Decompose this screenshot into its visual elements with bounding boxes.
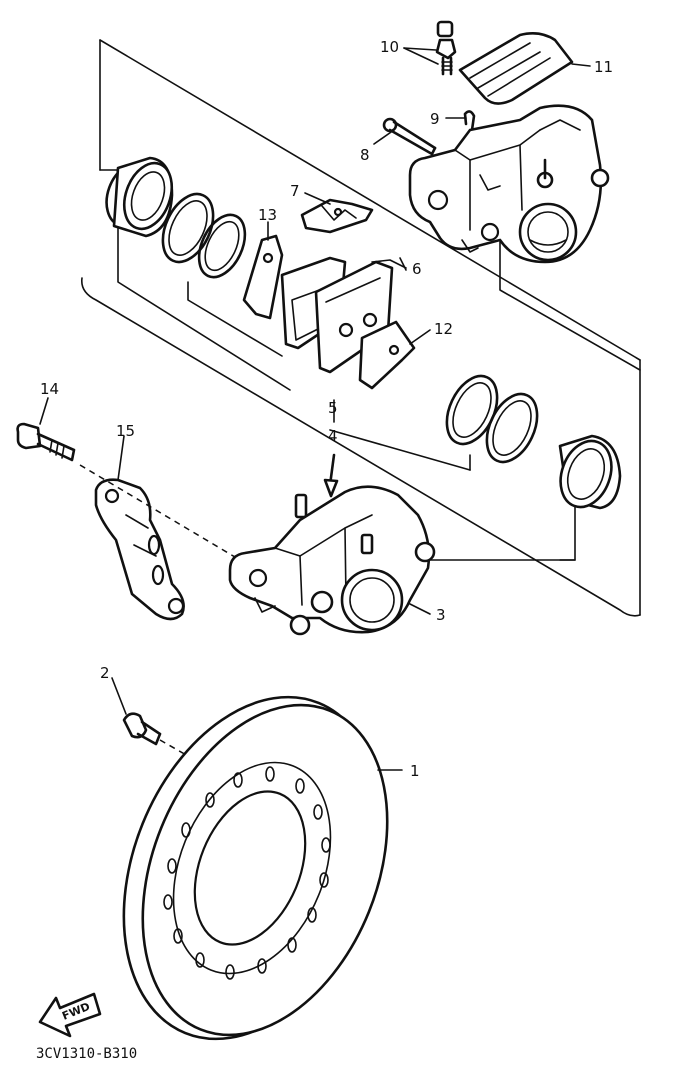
label-part-2: 2	[100, 664, 110, 682]
label-part-13: 13	[258, 206, 277, 224]
seal-part-4-upper-b	[197, 213, 247, 279]
seal-part-4-lower-b	[485, 392, 539, 464]
bleed-screw-part-10	[435, 20, 457, 76]
piston-part-5-lower	[558, 434, 622, 510]
assembly-arrowhead	[323, 478, 339, 498]
label-part-8: 8	[360, 146, 370, 164]
label-part-7: 7	[290, 182, 300, 200]
seal-part-4-upper-a	[161, 192, 215, 264]
part-labels: 1 2 3 4 5 6 7 8 9 10 11 12 13 14 15	[40, 38, 613, 780]
caliper-upper-body	[408, 104, 610, 264]
label-part-3: 3	[436, 606, 446, 624]
label-part-15: 15	[116, 422, 135, 440]
shim-part-12	[358, 320, 416, 390]
label-part-1: 1	[410, 762, 420, 780]
pad-pin-part-8	[382, 117, 437, 156]
brake-disc-part-1	[122, 695, 389, 1041]
fwd-arrow-icon: FWD	[38, 992, 102, 1038]
label-part-14: 14	[40, 380, 59, 398]
caliper-part-3	[228, 485, 436, 636]
bolt-part-14	[16, 422, 76, 462]
bolt-axis-line	[79, 464, 241, 561]
label-part-4: 4	[328, 427, 338, 445]
piston-part-5-upper	[105, 156, 174, 238]
drawing-code: 3CV1310-B310	[36, 1046, 137, 1062]
pad-spring-part-7	[300, 198, 374, 234]
label-part-10: 10	[380, 38, 399, 56]
pad-cover-part-11	[458, 32, 574, 105]
frame-lines	[80, 39, 641, 617]
clip-part-9	[463, 110, 476, 132]
shim-part-13	[242, 234, 284, 320]
label-part-11: 11	[594, 58, 613, 76]
label-part-6: 6	[412, 260, 422, 278]
label-part-5: 5	[328, 399, 338, 417]
disc-bolt-part-2	[122, 712, 162, 746]
label-part-9: 9	[430, 110, 440, 128]
disc-vent-holes	[163, 766, 331, 980]
leader-lines	[39, 47, 591, 771]
label-part-12: 12	[434, 320, 453, 338]
